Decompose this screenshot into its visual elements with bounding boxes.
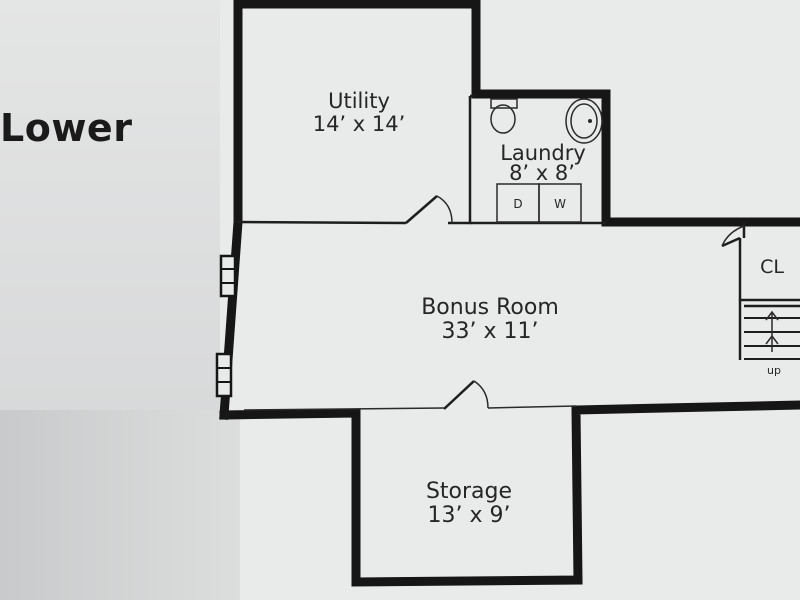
storage-size: 13’ x 9’ — [428, 503, 511, 528]
bonus-room-name: Bonus Room — [421, 295, 559, 320]
washer-label: W — [554, 197, 566, 211]
dryer-label: D — [513, 197, 522, 211]
floor-label: Lower — [0, 106, 133, 150]
stairs-up-label: up — [767, 364, 781, 377]
laundry-name: Laundry — [500, 141, 586, 165]
utility-name: Utility — [328, 89, 390, 113]
door-swing-icon — [721, 225, 745, 248]
interior-walls — [237, 94, 800, 411]
laundry-size: 8’ x 8’ — [509, 161, 575, 185]
closet-label: CL — [760, 256, 784, 278]
page-shadow-lower — [0, 410, 240, 600]
page-shadow — [0, 0, 220, 410]
door-swing-icon — [405, 195, 453, 224]
window-icon — [219, 254, 237, 298]
storage-name: Storage — [426, 479, 512, 504]
stair-arrow-icon — [765, 310, 779, 352]
utility-size: 14’ x 14’ — [313, 112, 406, 136]
toilet-icon — [490, 98, 518, 134]
window-icon — [215, 352, 233, 398]
washer — [538, 183, 582, 223]
door-swing-icon — [443, 380, 489, 410]
bonus-room-size: 33’ x 11’ — [442, 319, 539, 344]
sink-icon — [565, 98, 603, 144]
